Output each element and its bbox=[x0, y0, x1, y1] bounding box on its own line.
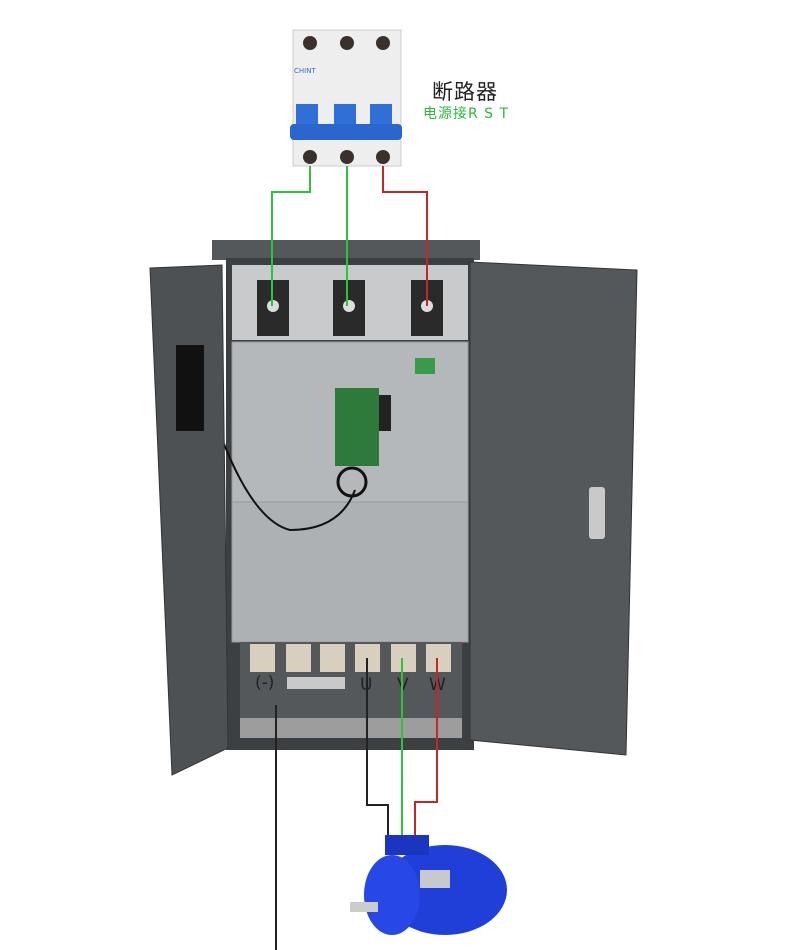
breaker-subtitle: 电源接R S T bbox=[423, 106, 510, 122]
door-handle bbox=[589, 487, 605, 539]
breaker-brand-logo: CHINT bbox=[294, 67, 316, 75]
left-door bbox=[149, 264, 229, 776]
motor bbox=[350, 835, 507, 935]
right-door bbox=[469, 261, 638, 756]
control-board bbox=[335, 388, 379, 466]
circuit-breaker: CHINT bbox=[290, 29, 402, 167]
terminal-dc-minus: (-) bbox=[255, 673, 274, 693]
cabinet: (-) U V W bbox=[212, 240, 480, 750]
breaker-title: 断路器 bbox=[432, 80, 498, 104]
